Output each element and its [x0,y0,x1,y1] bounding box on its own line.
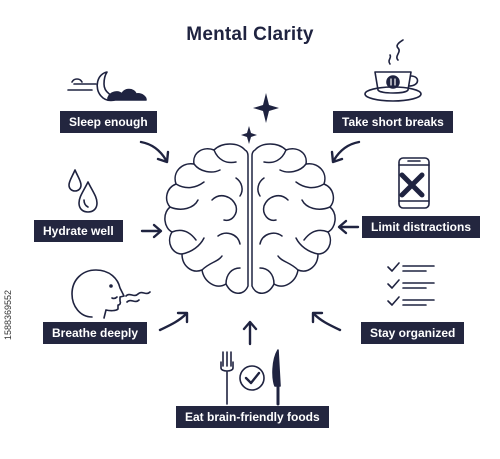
water-drops-icon [68,169,98,213]
label-hydrate-well: Hydrate well [34,220,123,242]
coffee-cup-icon [364,39,422,102]
label-sleep-enough: Sleep enough [60,111,157,133]
checklist-icon [387,262,435,306]
arrows [139,140,361,346]
label-breathe-deeply: Breathe deeply [43,322,148,344]
moon-cloud-icon [67,71,147,102]
label-take-short-breaks: Take short breaks [333,111,453,133]
head-breath-icon [71,269,151,319]
brain-icon [164,143,336,294]
label-stay-organized: Stay organized [361,322,465,344]
phone-blocked-icon [398,157,430,209]
stock-id-text: 1588369552 [3,289,13,340]
sparkle-icon [241,93,279,144]
diagram-title: Mental Clarity [186,24,314,45]
fork-knife-check-icon [220,349,281,406]
label-limit-distractions: Limit distractions [362,216,481,238]
label-eat-brain-friendly-foods: Eat brain-friendly foods [176,406,329,428]
